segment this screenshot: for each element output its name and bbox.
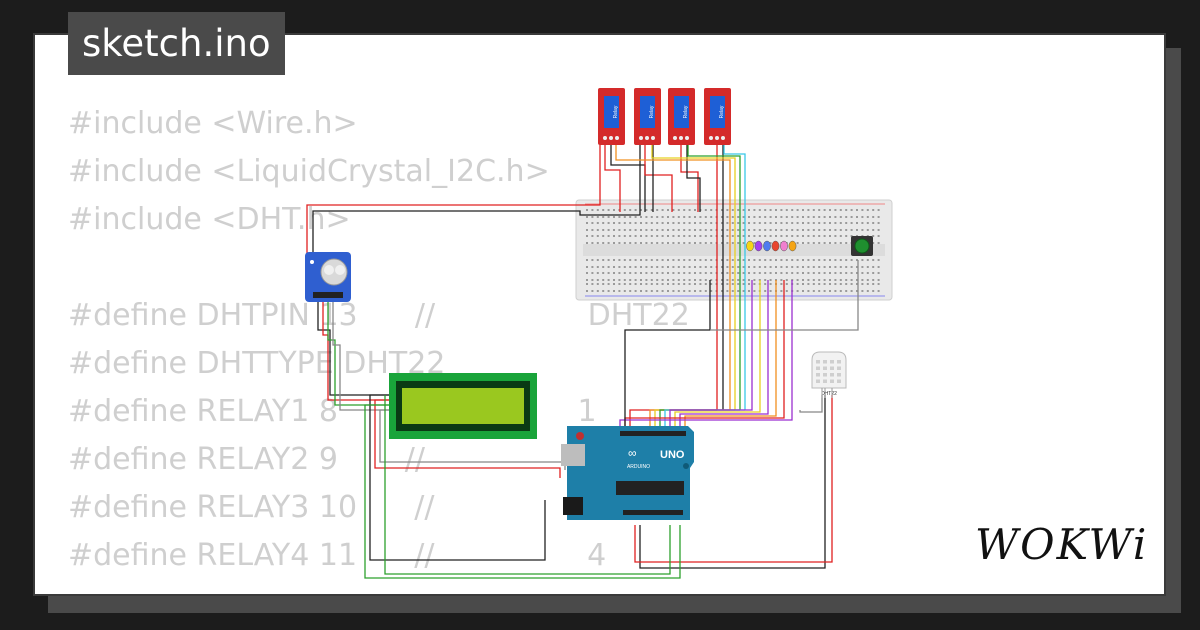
breadboard[interactable] [575, 199, 893, 301]
board-label: UNO [660, 449, 685, 461]
push-button[interactable] [851, 236, 873, 256]
code-line: #include <LiquidCrystal_I2C.h> [68, 154, 550, 189]
wokwi-logo[interactable]: WOKWi [975, 520, 1149, 569]
relay-module-3[interactable]: Relay [668, 88, 695, 145]
breadboard-holes [586, 209, 880, 292]
relay-module-1[interactable]: Relay [598, 88, 625, 145]
led[interactable] [754, 240, 763, 252]
led[interactable] [746, 240, 754, 252]
relay-module-2[interactable]: Relay [634, 88, 661, 145]
code-line: #define RELAY3 10 // 3 [68, 490, 607, 525]
led[interactable] [788, 240, 797, 252]
relay-label: Relay [719, 105, 725, 118]
code-line: #include <DHT.h> [68, 202, 351, 237]
rtc-module[interactable] [305, 252, 351, 302]
led[interactable] [771, 240, 780, 252]
arduino-uno[interactable]: UNO ARDUINO ∞ [561, 426, 694, 520]
led[interactable] [763, 240, 771, 252]
svg-text:∞: ∞ [628, 446, 637, 460]
relay-module-4[interactable]: Relay [704, 88, 731, 145]
code-editor: #include <Wire.h> #include <LiquidCrystal… [68, 100, 690, 580]
code-line: #include <Wire.h> [68, 106, 358, 141]
lcd-display[interactable] [389, 373, 537, 439]
window-title[interactable]: sketch.ino [68, 12, 285, 75]
code-line: #define DHTPIN 13 // DHT22 [68, 298, 690, 333]
code-line: #define RELAY4 11 // 4 [68, 538, 607, 573]
relay-label: Relay [683, 105, 689, 118]
led-row [746, 240, 797, 252]
led[interactable] [780, 240, 788, 252]
board-brand: ARDUINO [627, 464, 650, 470]
dht22-sensor[interactable]: DHT22 [811, 351, 847, 398]
sensor-label: DHT22 [821, 391, 837, 397]
relay-label: Relay [649, 105, 655, 118]
wires [306, 145, 859, 579]
relay-label: Relay [613, 105, 619, 118]
